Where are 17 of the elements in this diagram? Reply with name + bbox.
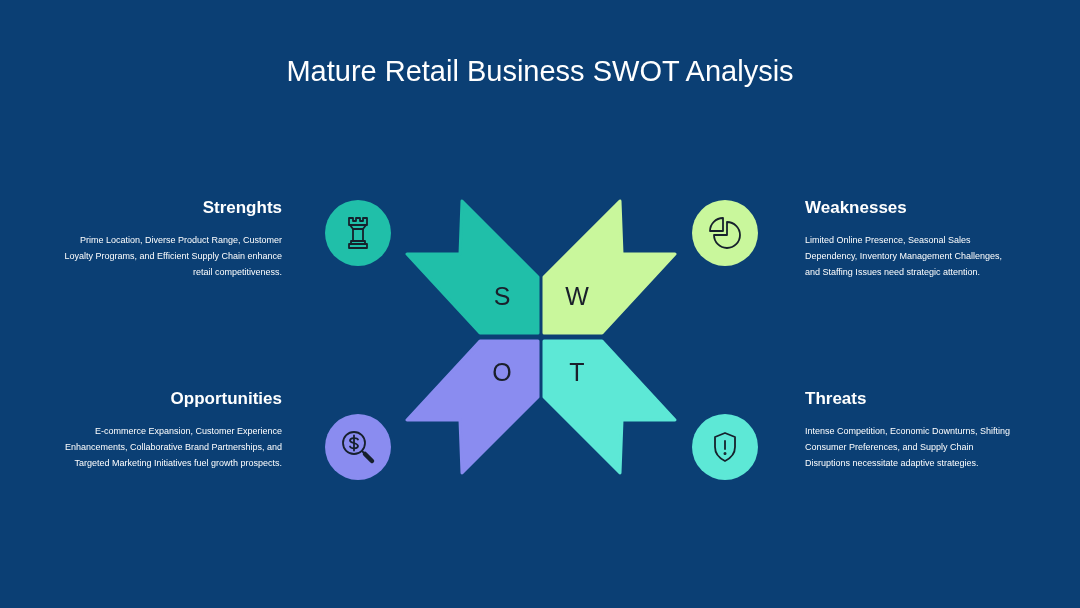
arrow-shape bbox=[407, 201, 538, 333]
section-heading: Opportunities bbox=[169, 388, 282, 410]
section-heading: Weaknesses bbox=[805, 197, 908, 219]
arrow-shape bbox=[407, 341, 538, 473]
arrow-shape bbox=[544, 201, 675, 333]
swot-letter: W bbox=[565, 282, 589, 310]
section-heading: Strenghts bbox=[201, 197, 282, 219]
section-description: E-commerce Expansion, Customer Experience Enhancements, Collaborative Brand Partnerships, and Targeted Marketing Initiatives fuel growth prospects. bbox=[64, 425, 282, 470]
section-heading: Threats bbox=[805, 388, 868, 410]
swot-letter: S bbox=[493, 282, 511, 310]
title: Mature Retail Business SWOT Analysis bbox=[285, 54, 795, 89]
swot-letter: O bbox=[492, 358, 512, 386]
section-description: Prime Location, Diverse Product Range, Customer Loyalty Programs, and Efficient Supply Chain enhance retail competitiveness. bbox=[64, 234, 282, 279]
arrow-shape bbox=[544, 341, 675, 473]
swot-letter: T bbox=[569, 358, 585, 386]
section-description: Limited Online Presence, Seasonal Sales Dependency, Inventory Management Challenges, and Staffing Issues need strategic attention. bbox=[805, 234, 1003, 279]
section-description: Intense Competition, Economic Downturns, Shifting Consumer Preferences, and Supply Chain Disruptions necessitate adaptive strategies. bbox=[805, 425, 1012, 470]
